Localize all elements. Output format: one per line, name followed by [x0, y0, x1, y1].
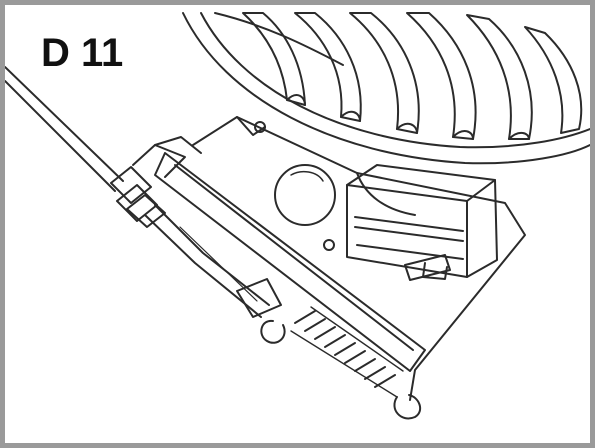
return-spring-illustration: [154, 152, 426, 420]
technical-illustration: [5, 12, 590, 420]
control-bracket-illustration: [192, 116, 526, 401]
fan-rotor-illustration: [182, 12, 590, 165]
cable-clamp-illustration: [110, 136, 202, 228]
figure-label: D 11: [39, 31, 126, 75]
control-cable-illustration: [5, 66, 282, 318]
terminal-block-illustration: [346, 164, 498, 280]
